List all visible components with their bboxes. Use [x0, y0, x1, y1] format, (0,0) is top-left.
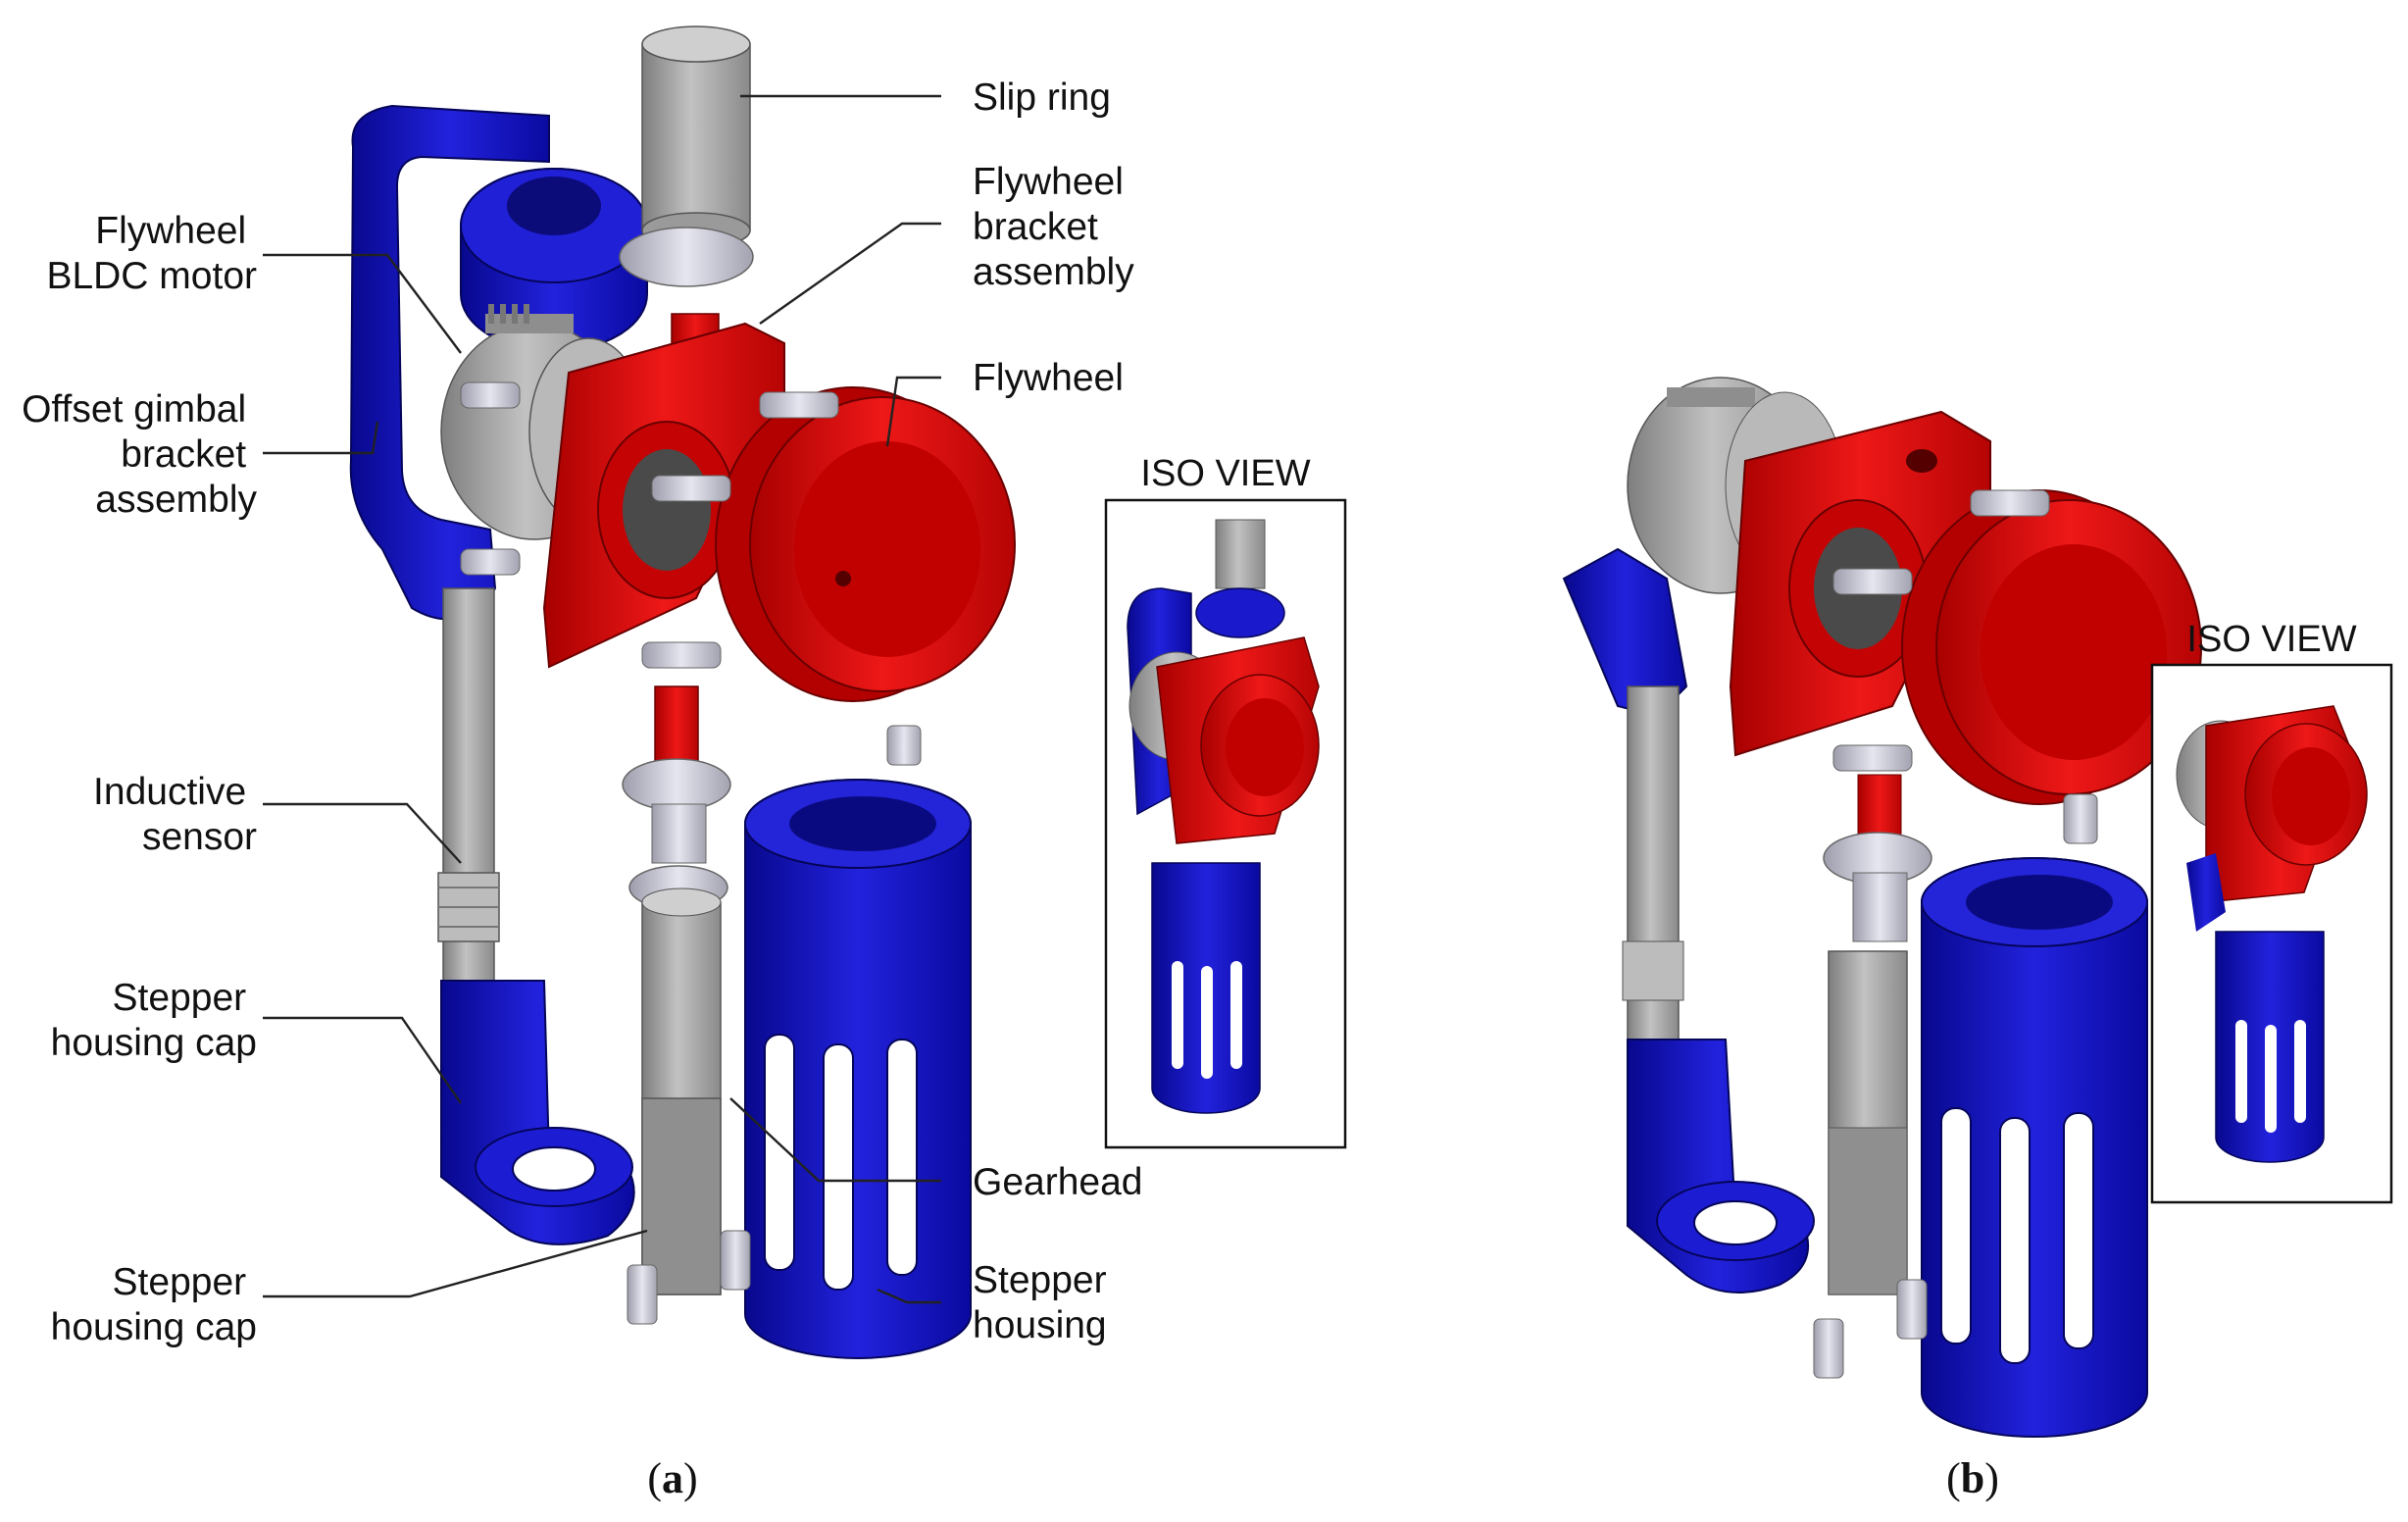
iso-view-label-b: ISO VIEW	[2186, 619, 2356, 660]
label-stepper-housing-cap-lower: Stepper housing cap	[51, 1261, 257, 1348]
caption-a: (a)	[647, 1454, 697, 1502]
offset-gimbal-bracket-b	[1562, 547, 1815, 1294]
flywheel-a	[460, 381, 1016, 702]
stepper-housing-b	[1921, 857, 2148, 1438]
screws-a	[627, 725, 922, 1325]
iso-view-inset-a: ISO VIEW	[1104, 453, 1347, 1149]
panel-b-assembly	[1562, 377, 2202, 1438]
captions: (a) (b)	[647, 1454, 1999, 1502]
label-stepper-housing: Stepper housing	[973, 1259, 1117, 1346]
label-gearhead: Gearhead	[973, 1161, 1142, 1203]
label-slip-ring: Slip ring	[973, 76, 1111, 119]
slip-ring-a	[619, 25, 754, 287]
screws-b	[1813, 793, 2098, 1379]
label-flywheel-bldc-motor: Flywheel BLDC motor	[46, 210, 257, 297]
gearhead-b	[1823, 774, 1932, 1295]
label-offset-gimbal-bracket: Offset gimbal bracket assembly	[22, 388, 257, 521]
label-flywheel-bracket: Flywheel bracket assembly	[973, 161, 1134, 293]
gearhead-a	[622, 758, 731, 1295]
stepper-housing-a	[744, 779, 972, 1359]
label-stepper-housing-cap-upper: Stepper housing cap	[51, 977, 257, 1064]
leader-lines	[263, 94, 941, 1304]
label-inductive-sensor: Inductive sensor	[93, 771, 257, 858]
panel-a-assembly	[349, 25, 1016, 1359]
iso-view-label-a: ISO VIEW	[1140, 453, 1310, 494]
caption-b: (b)	[1946, 1454, 1999, 1502]
label-flywheel: Flywheel	[973, 357, 1124, 399]
inductive-sensor-a	[437, 587, 500, 1001]
flywheel-b	[1832, 489, 2202, 805]
labels: Slip ring Flywheel bracket assembly Flyw…	[22, 76, 1142, 1348]
stepper-housing-cap-a	[440, 980, 635, 1245]
iso-view-inset-b: ISO VIEW	[2150, 619, 2393, 1204]
